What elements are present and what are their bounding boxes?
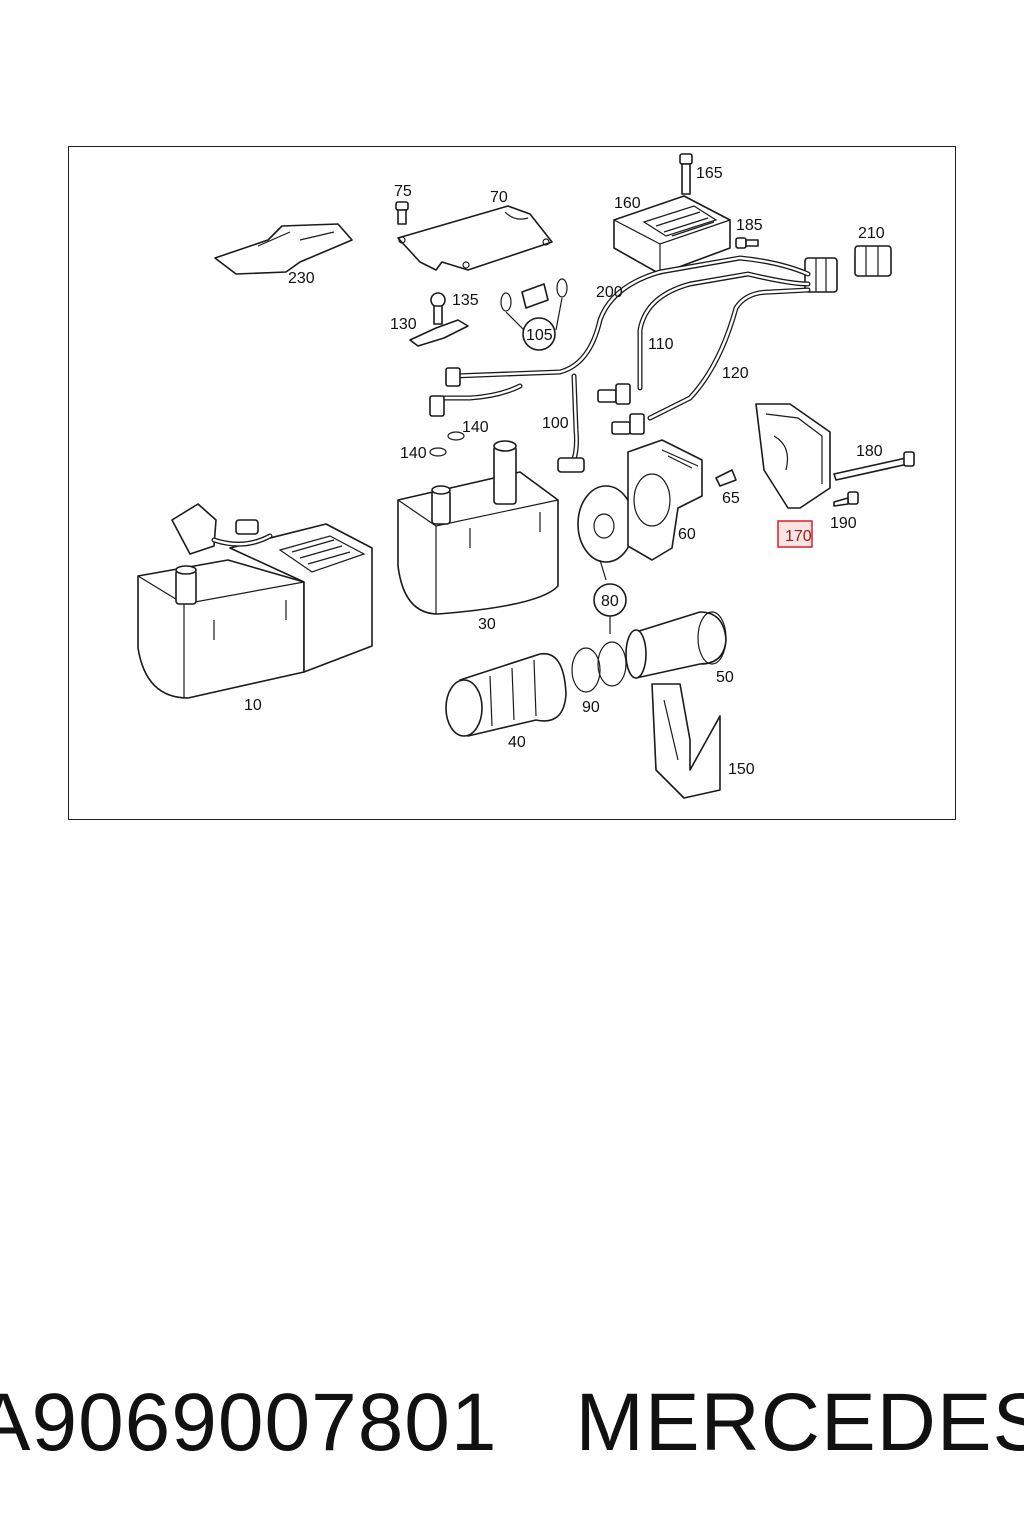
- part-50-tube: [625, 611, 727, 679]
- part-90-o-rings: [571, 641, 627, 693]
- part-165-bolt: [679, 153, 693, 195]
- label-100: 100: [542, 415, 569, 432]
- part-10-heater-assembly: [137, 503, 373, 699]
- label-170: 170: [785, 528, 812, 545]
- label-120: 120: [722, 365, 749, 382]
- label-130: 130: [390, 316, 417, 333]
- label-80: 80: [601, 593, 619, 610]
- label-200: 200: [596, 284, 623, 301]
- label-190: 190: [830, 515, 857, 532]
- label-180: 180: [856, 443, 883, 460]
- pipe-fittings: [429, 367, 645, 435]
- label-50: 50: [716, 669, 734, 686]
- label-140-lower: 140: [400, 445, 427, 462]
- highlight-box: [777, 520, 813, 548]
- brand-name: MERCEDES: [575, 1377, 1024, 1468]
- part-100-tube: [557, 373, 585, 473]
- label-165: 165: [696, 165, 723, 182]
- part-180-long-bolt: [833, 451, 915, 481]
- label-150: 150: [728, 761, 755, 778]
- part-130-clip: [409, 319, 469, 347]
- part-70-plate: [397, 205, 553, 271]
- part-75-screw: [395, 201, 409, 225]
- highlighted-part-170[interactable]: 170: [777, 520, 813, 548]
- label-10: 10: [244, 697, 262, 714]
- part-170-cover: [755, 403, 831, 509]
- label-185: 185: [736, 217, 763, 234]
- label-75: 75: [394, 183, 412, 200]
- part-40-combustion-chamber: [445, 652, 567, 737]
- part-80-disc: [577, 485, 635, 634]
- label-60: 60: [678, 526, 696, 543]
- label-40: 40: [508, 734, 526, 751]
- part-185-screw: [735, 237, 759, 249]
- part-230-gasket: [214, 223, 353, 275]
- label-210: 210: [858, 225, 885, 242]
- label-65: 65: [722, 490, 740, 507]
- part-number: A9069007801: [0, 1377, 498, 1468]
- part-30-heat-exchanger: [397, 440, 559, 615]
- pipe-harness: [435, 255, 811, 421]
- label-30: 30: [478, 616, 496, 633]
- part-160-control-unit: [613, 195, 731, 275]
- label-90: 90: [582, 699, 600, 716]
- part-135-screw: [430, 292, 446, 325]
- label-230: 230: [288, 270, 315, 287]
- label-70: 70: [490, 189, 508, 206]
- label-160: 160: [614, 195, 641, 212]
- label-135: 135: [452, 292, 479, 309]
- part-210-connector: [854, 245, 892, 277]
- part-105-sleeve: [500, 278, 568, 351]
- part-65-screw: [715, 469, 737, 487]
- part-140-seals: [429, 431, 465, 457]
- part-60-burner-flange: [627, 439, 703, 561]
- label-105: 105: [526, 327, 553, 344]
- part-150-bracket: [651, 683, 721, 799]
- caption: A9069007801 MERCEDES: [0, 1368, 1024, 1478]
- part-190-screw: [833, 491, 859, 507]
- label-110: 110: [648, 336, 674, 353]
- label-140-upper: 140: [462, 419, 489, 436]
